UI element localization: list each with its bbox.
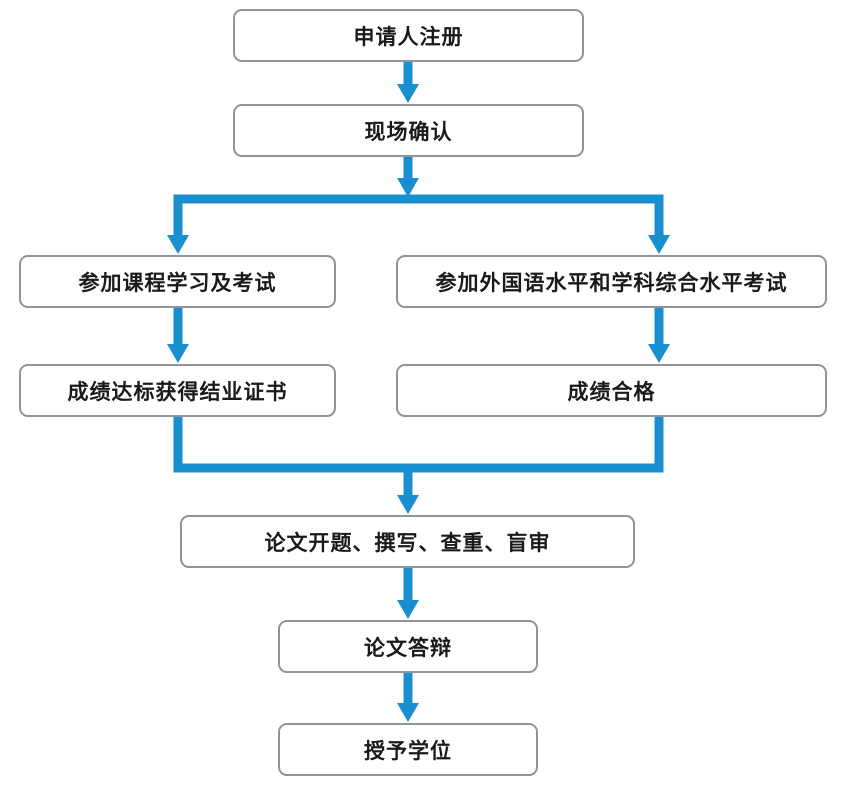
- step-onsite-confirm-label: 现场确认: [364, 119, 453, 144]
- step-scores-pass-label: 成绩合格: [567, 379, 656, 404]
- arrowhead-language-exam: [648, 235, 670, 254]
- merge-branch: [173, 417, 664, 473]
- step-degree-award: 授予学位: [278, 723, 538, 776]
- arrowhead-defense: [397, 600, 419, 619]
- arrowhead-certificate: [167, 344, 189, 363]
- arrowhead-courses: [167, 235, 189, 254]
- step-courses-exams-label: 参加课程学习及考试: [78, 270, 277, 295]
- step-thesis-defense: 论文答辩: [278, 620, 538, 673]
- step-completion-certificate: 成绩达标获得结业证书: [19, 364, 336, 417]
- step-thesis-process: 论文开题、撰写、查重、盲审: [180, 515, 635, 568]
- step-language-subject-exam: 参加外国语水平和学科综合水平考试: [396, 255, 827, 308]
- step-courses-exams: 参加课程学习及考试: [19, 255, 336, 308]
- step-onsite-confirm: 现场确认: [233, 104, 584, 157]
- step-completion-certificate-label: 成绩达标获得结业证书: [67, 379, 288, 404]
- arrowhead-pass: [648, 344, 670, 363]
- arrowhead-split-center: [397, 178, 419, 197]
- arrowhead-thesis: [397, 495, 419, 514]
- arrowhead-degree: [397, 703, 419, 722]
- step-language-subject-exam-label: 参加外国语水平和学科综合水平考试: [435, 270, 788, 295]
- step-register-label: 申请人注册: [353, 24, 464, 49]
- step-thesis-defense-label: 论文答辩: [364, 635, 452, 660]
- step-scores-pass: 成绩合格: [396, 364, 827, 417]
- step-thesis-process-label: 论文开题、撰写、查重、盲审: [264, 530, 551, 555]
- step-degree-award-label: 授予学位: [364, 738, 452, 763]
- step-register: 申请人注册: [233, 9, 584, 62]
- arrowhead-confirm: [397, 84, 419, 103]
- split-branch: [173, 194, 664, 237]
